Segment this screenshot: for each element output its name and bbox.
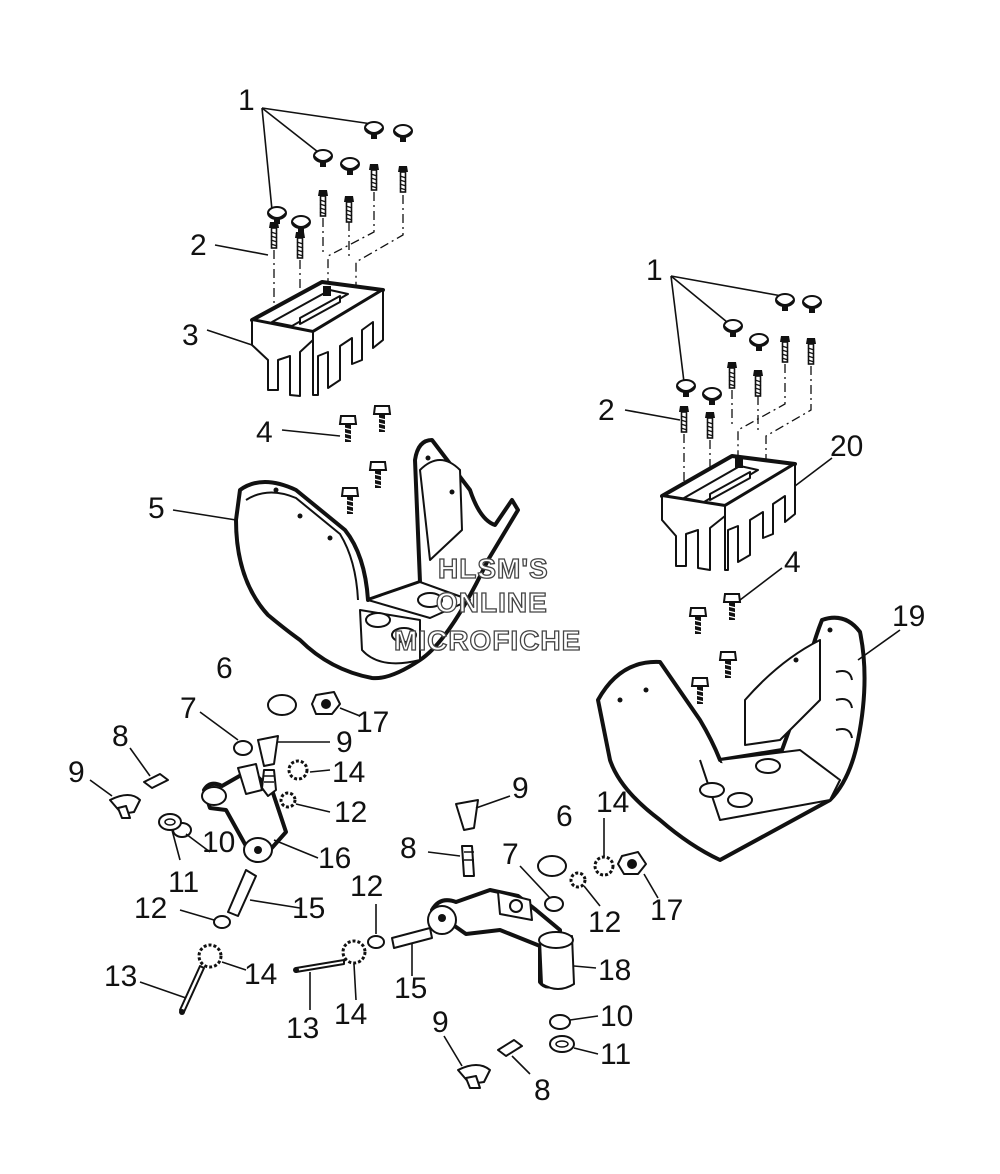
- callout-19: 19: [892, 600, 925, 633]
- callout-6: 6: [556, 800, 573, 833]
- callout-14: 14: [244, 958, 277, 991]
- bracket-assembly-right: [624, 275, 833, 571]
- callout-8: 8: [400, 832, 417, 865]
- callout-4: 4: [256, 416, 273, 449]
- callout-7: 7: [180, 692, 197, 725]
- pivot-arm-right: [293, 795, 659, 1089]
- callout-20: 20: [830, 430, 863, 463]
- callout-12: 12: [588, 906, 621, 939]
- callout-1: 1: [646, 254, 663, 287]
- callout-1: 1: [238, 84, 255, 117]
- watermark: HLSM'S ONLINE MICROFICHE: [393, 552, 581, 656]
- callout-12: 12: [134, 892, 167, 925]
- callout-2: 2: [190, 229, 207, 262]
- callout-15: 15: [394, 972, 427, 1005]
- callout-14: 14: [596, 786, 629, 819]
- callout-16: 16: [318, 842, 351, 875]
- callout-5: 5: [148, 492, 165, 525]
- callout-15: 15: [292, 892, 325, 925]
- callout-17: 17: [650, 894, 683, 927]
- callout-labels: 1 2 3 4 5 1 2 20 4 19 6 17 7 9 8 9 14 12…: [68, 84, 925, 1107]
- pivot-arm-left: [89, 691, 361, 1015]
- callout-9: 9: [432, 1006, 449, 1039]
- callout-7: 7: [502, 838, 519, 871]
- callout-17: 17: [356, 706, 389, 739]
- callout-12: 12: [350, 870, 383, 903]
- callout-8: 8: [112, 720, 129, 753]
- watermark-line-3: MICROFICHE: [394, 625, 581, 656]
- callout-14: 14: [332, 756, 365, 789]
- callout-6: 6: [216, 652, 233, 685]
- callout-18: 18: [598, 954, 631, 987]
- callout-10: 10: [600, 1000, 633, 1033]
- callout-3: 3: [182, 319, 199, 352]
- callout-2: 2: [598, 394, 615, 427]
- callout-14: 14: [334, 998, 367, 1031]
- footrest-left: [172, 405, 520, 681]
- callout-10: 10: [202, 826, 235, 859]
- callout-8: 8: [534, 1074, 551, 1107]
- callout-13: 13: [286, 1012, 319, 1045]
- watermark-line-1: HLSM'S: [438, 553, 549, 584]
- callout-9: 9: [512, 772, 529, 805]
- callout-9: 9: [336, 726, 353, 759]
- footrest-right: [596, 567, 901, 862]
- callout-11: 11: [168, 866, 199, 899]
- callout-13: 13: [104, 960, 137, 993]
- callout-12: 12: [334, 796, 367, 829]
- callout-4: 4: [784, 546, 801, 579]
- callout-11: 11: [600, 1038, 631, 1071]
- callout-9: 9: [68, 756, 85, 789]
- bracket-assembly-left: [206, 107, 413, 397]
- watermark-line-2: ONLINE: [436, 587, 548, 618]
